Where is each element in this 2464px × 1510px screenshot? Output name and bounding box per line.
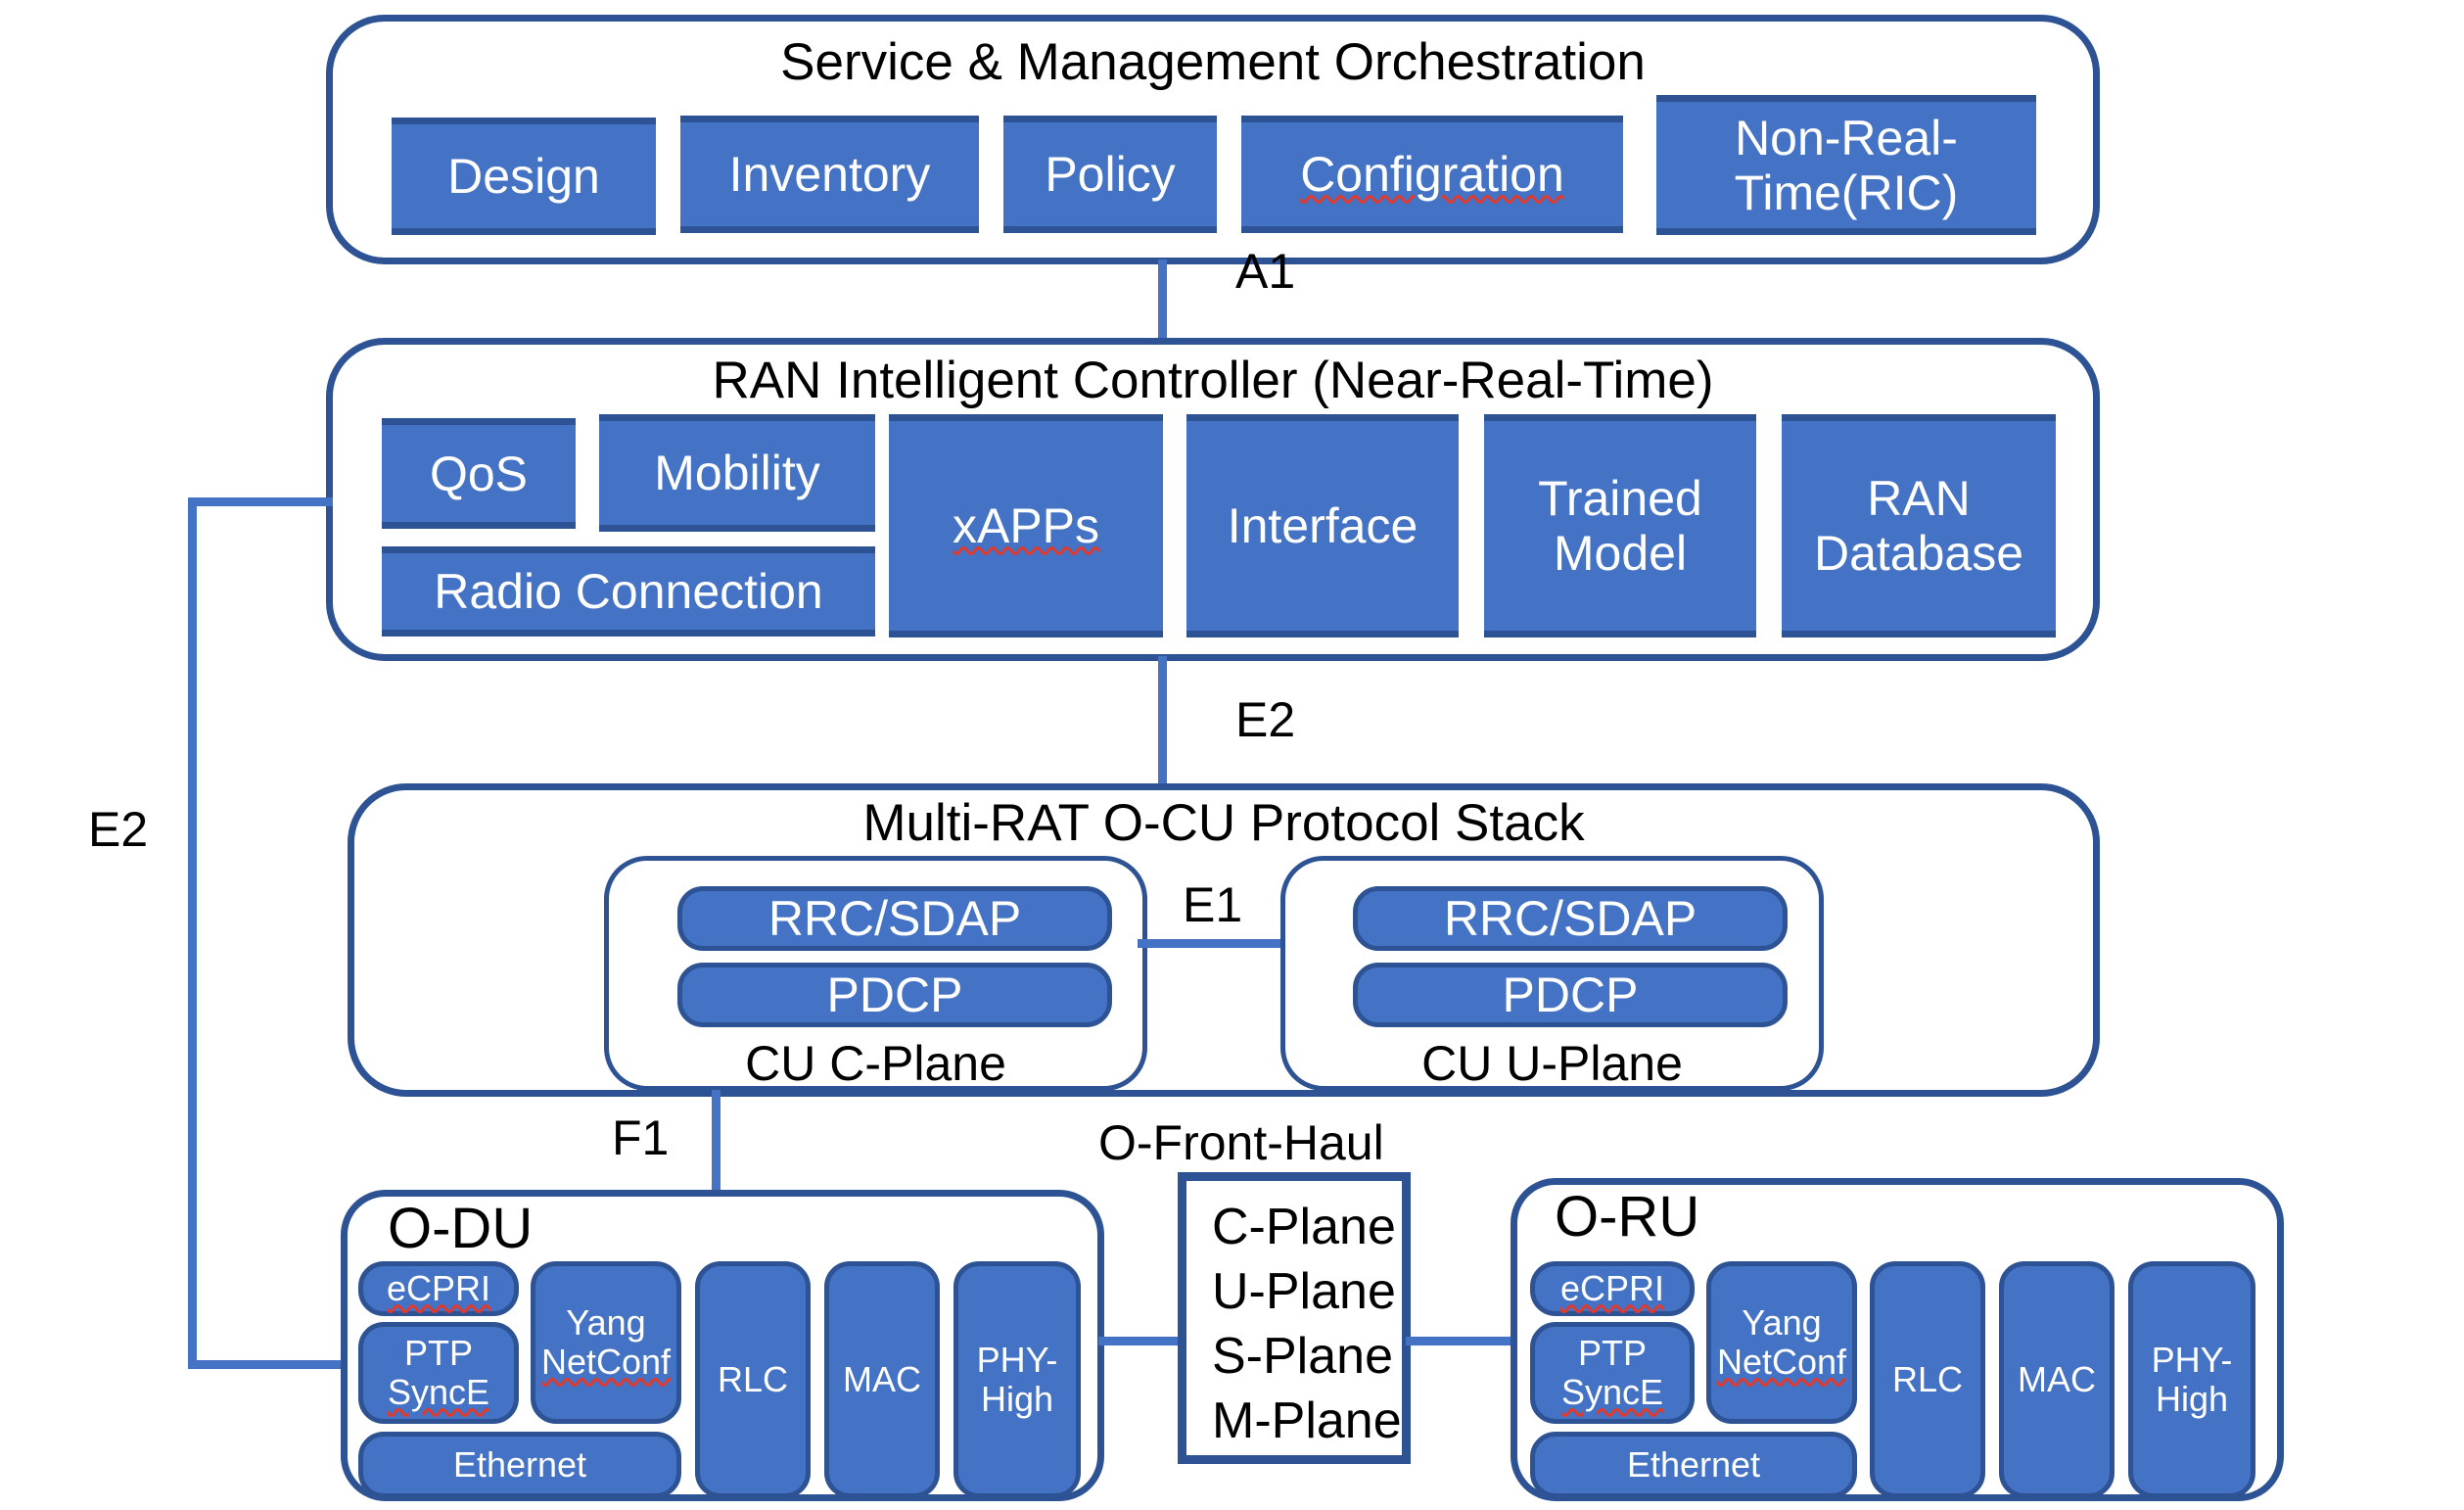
ric-block-interface-label: Interface bbox=[1227, 498, 1418, 553]
cu-u-plane-block-pdcp-label: PDCP bbox=[1502, 967, 1639, 1022]
odu-block-ecpri-label: eCPRI bbox=[386, 1267, 491, 1308]
smo-block-configration[interactable]: Configration bbox=[1241, 116, 1623, 233]
odu-block-ptp-synce-line2: SyncE bbox=[387, 1372, 490, 1412]
e1-connector-line bbox=[1138, 939, 1282, 948]
e2-ric-cu-connector-line bbox=[1158, 656, 1167, 788]
oru-block-ptp-synce[interactable]: PTP SyncE bbox=[1530, 1322, 1695, 1424]
fronthaul-title: O-Front-Haul bbox=[1098, 1115, 1384, 1170]
e2-ric-du-top-segment bbox=[188, 497, 333, 506]
cu-u-plane-block-rrc-sdap-label: RRC/SDAP bbox=[1443, 891, 1697, 946]
ric-block-trained-model-line2: Model bbox=[1553, 526, 1688, 581]
e1-label: E1 bbox=[1183, 877, 1243, 932]
smo-block-non-real-time-ric[interactable]: Non-Real- Time(RIC) bbox=[1656, 95, 2036, 235]
smo-block-design-label: Design bbox=[447, 149, 600, 204]
odu-block-ethernet-label: Ethernet bbox=[452, 1443, 587, 1485]
ric-block-qos-label: QoS bbox=[429, 446, 529, 501]
oru-block-ptp-synce-line2: SyncE bbox=[1560, 1372, 1664, 1412]
a1-label: A1 bbox=[1235, 244, 1296, 299]
odu-block-mac[interactable]: MAC bbox=[824, 1261, 940, 1498]
ric-block-mobility-label: Mobility bbox=[654, 446, 820, 500]
cu-u-plane-block-pdcp[interactable]: PDCP bbox=[1353, 963, 1788, 1027]
cu-c-plane-block-rrc-sdap-label: RRC/SDAP bbox=[767, 891, 1022, 946]
e2-ric-du-vertical-segment bbox=[188, 497, 197, 1369]
smo-block-policy[interactable]: Policy bbox=[1003, 116, 1217, 233]
ric-block-trained-model-line1: Trained bbox=[1538, 471, 1702, 526]
oru-title: O-RU bbox=[1555, 1185, 1700, 1249]
ric-title: RAN Intelligent Controller (Near-Real-Ti… bbox=[712, 352, 1714, 409]
ric-block-interface[interactable]: Interface bbox=[1186, 414, 1459, 637]
ric-block-trained-model[interactable]: Trained Model bbox=[1484, 414, 1756, 637]
f1-label: F1 bbox=[612, 1110, 670, 1165]
f1-connector-line bbox=[712, 1090, 721, 1198]
cu-c-plane-block-pdcp-label: PDCP bbox=[826, 967, 963, 1022]
ric-block-mobility[interactable]: Mobility bbox=[599, 414, 875, 532]
odu-block-yang-netconf[interactable]: Yang NetConf bbox=[531, 1261, 681, 1424]
oru-block-phy-high[interactable]: PHY- High bbox=[2128, 1261, 2255, 1498]
cu-u-plane-caption: CU U-Plane bbox=[1421, 1036, 1683, 1091]
oru-block-ptp-synce-line1: PTP bbox=[1577, 1332, 1647, 1373]
ric-block-ran-database-line1: RAN bbox=[1867, 471, 1971, 526]
ric-block-radio-connection-label: Radio Connection bbox=[434, 564, 823, 619]
odu-block-phy-high-line1: PHY- bbox=[976, 1339, 1058, 1380]
ric-block-ran-database[interactable]: RAN Database bbox=[1782, 414, 2056, 637]
cu-c-plane-block-pdcp[interactable]: PDCP bbox=[677, 963, 1112, 1027]
e2-ric-cu-label: E2 bbox=[1235, 692, 1296, 747]
odu-block-rlc[interactable]: RLC bbox=[695, 1261, 811, 1498]
oru-block-yang-netconf-line1: Yang bbox=[1742, 1301, 1822, 1343]
ric-block-radio-connection[interactable]: Radio Connection bbox=[382, 546, 875, 637]
oru-block-mac-label: MAC bbox=[2018, 1358, 2096, 1399]
fronthaul-plane-u: U-Plane bbox=[1212, 1263, 1396, 1321]
e2-ric-du-label: E2 bbox=[88, 802, 149, 857]
oru-block-ecpri-label: eCPRI bbox=[1559, 1267, 1665, 1308]
oru-block-ethernet[interactable]: Ethernet bbox=[1530, 1432, 1857, 1498]
oru-block-rlc[interactable]: RLC bbox=[1870, 1261, 1985, 1498]
oru-block-ecpri[interactable]: eCPRI bbox=[1530, 1261, 1695, 1316]
oru-block-ethernet-label: Ethernet bbox=[1626, 1443, 1761, 1485]
ric-block-ran-database-line2: Database bbox=[1813, 526, 2024, 581]
cu-u-plane-block-rrc-sdap[interactable]: RRC/SDAP bbox=[1353, 886, 1788, 951]
odu-block-ethernet[interactable]: Ethernet bbox=[358, 1432, 681, 1498]
cu-title: Multi-RAT O-CU Protocol Stack bbox=[862, 794, 1585, 852]
odu-block-ecpri[interactable]: eCPRI bbox=[358, 1261, 519, 1316]
cu-c-plane-caption: CU C-Plane bbox=[745, 1036, 1006, 1091]
smo-block-inventory-label: Inventory bbox=[728, 147, 931, 202]
smo-block-non-real-time-ric-line1: Non-Real- bbox=[1735, 110, 1958, 165]
oru-block-mac[interactable]: MAC bbox=[1999, 1261, 2115, 1498]
odu-block-yang-netconf-line2: NetConf bbox=[540, 1342, 672, 1382]
odu-block-phy-high[interactable]: PHY- High bbox=[953, 1261, 1081, 1498]
odu-block-phy-high-line2: High bbox=[980, 1379, 1054, 1419]
oru-block-yang-netconf[interactable]: Yang NetConf bbox=[1706, 1261, 1857, 1424]
e2-ric-du-bottom-segment bbox=[188, 1360, 345, 1369]
fronthaul-box: C-Plane U-Plane S-Plane M-Plane bbox=[1178, 1172, 1411, 1464]
fronthaul-plane-c: C-Plane bbox=[1212, 1199, 1396, 1255]
ric-block-xapps[interactable]: xAPPs bbox=[889, 414, 1163, 637]
odu-block-ptp-synce[interactable]: PTP SyncE bbox=[358, 1322, 519, 1424]
oru-block-phy-high-line1: PHY- bbox=[2151, 1339, 2233, 1380]
fronthaul-plane-s: S-Plane bbox=[1212, 1328, 1393, 1386]
oru-block-yang-netconf-line2: NetConf bbox=[1716, 1342, 1847, 1382]
fronthaul-to-oru-connector bbox=[1406, 1337, 1511, 1345]
odu-block-ptp-synce-line1: PTP bbox=[403, 1332, 473, 1373]
odu-to-fronthaul-connector bbox=[1098, 1337, 1183, 1345]
odu-block-rlc-label: RLC bbox=[717, 1358, 789, 1399]
oru-block-rlc-label: RLC bbox=[1891, 1358, 1964, 1399]
fronthaul-plane-m: M-Plane bbox=[1212, 1392, 1402, 1450]
ric-block-qos[interactable]: QoS bbox=[382, 418, 576, 529]
odu-block-yang-netconf-line1: Yang bbox=[566, 1301, 646, 1343]
smo-block-design[interactable]: Design bbox=[392, 118, 656, 235]
smo-block-non-real-time-ric-line2: Time(RIC) bbox=[1734, 165, 1959, 220]
smo-block-policy-label: Policy bbox=[1045, 147, 1176, 202]
smo-title: Service & Management Orchestration bbox=[780, 33, 1646, 91]
oru-block-phy-high-line2: High bbox=[2155, 1379, 2229, 1419]
smo-block-inventory[interactable]: Inventory bbox=[680, 116, 979, 233]
a1-connector-line bbox=[1158, 260, 1167, 343]
smo-block-configration-label: Configration bbox=[1300, 147, 1564, 202]
odu-title: O-DU bbox=[388, 1197, 534, 1260]
odu-block-mac-label: MAC bbox=[843, 1358, 921, 1399]
cu-c-plane-block-rrc-sdap[interactable]: RRC/SDAP bbox=[677, 886, 1112, 951]
ric-block-xapps-label: xAPPs bbox=[952, 498, 1100, 553]
